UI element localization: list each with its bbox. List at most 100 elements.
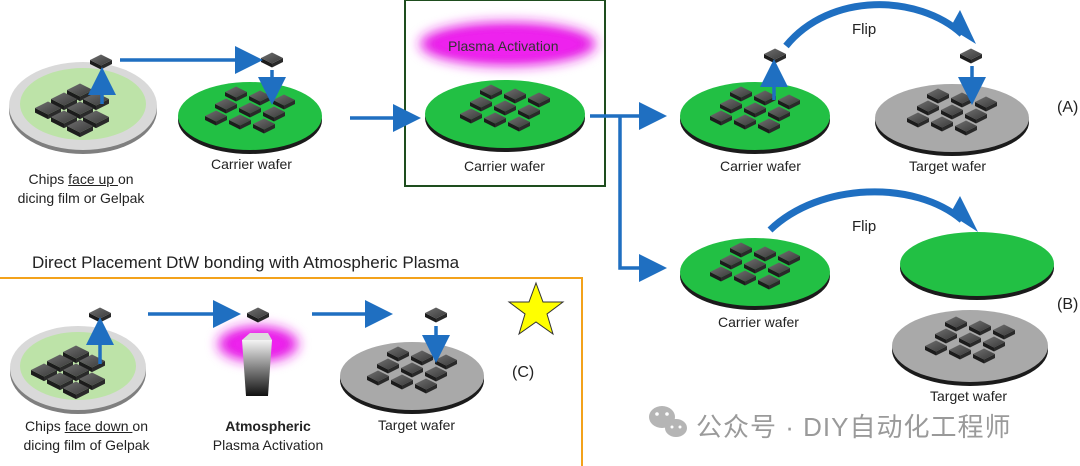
pad-chip <box>83 110 109 129</box>
star-icon <box>507 281 565 336</box>
wechat-icon <box>649 406 687 437</box>
pad-chip <box>51 92 77 111</box>
section-c-frame <box>0 277 583 466</box>
target-wafer-a-label: Target wafer <box>909 158 987 174</box>
source-c-label-underlined: face down <box>64 418 133 434</box>
branch-a-tag: (A) <box>1057 99 1079 116</box>
target-wafer-b <box>892 310 1048 386</box>
source-label-post: on <box>117 171 134 187</box>
wafer-chip <box>993 324 1015 340</box>
atmospheric-label-line2: Plasma Activation <box>212 437 324 453</box>
branch-b-tag: (B) <box>1057 296 1079 313</box>
pad-chip <box>67 101 93 120</box>
source-c-label-line2: dicing film of Gelpak <box>23 437 150 453</box>
wafer-chip <box>253 118 275 134</box>
moving-chip <box>764 48 786 64</box>
source-label-pre: Chips <box>28 171 69 187</box>
wafer-chip <box>205 110 227 126</box>
atmospheric-label-line1: Atmospheric <box>225 418 311 434</box>
wafer-chip <box>730 242 752 258</box>
carrier-wafer-b-label: Carrier wafer <box>718 314 799 330</box>
wafer-chip <box>768 106 790 122</box>
wafer-chip <box>754 90 776 106</box>
wafer-chip <box>758 274 780 290</box>
wafer-chip <box>387 346 409 362</box>
wafer-chip <box>941 104 963 120</box>
pad-chip <box>67 119 93 138</box>
carrier-wafer-a-label: Carrier wafer <box>720 158 801 174</box>
atmospheric-label: Atmospheric Plasma Activation <box>198 417 338 455</box>
carrier-wafer-1-label: Carrier wafer <box>211 156 292 172</box>
plasma-activation-label: Plasma Activation <box>448 38 559 54</box>
pad-chip <box>51 110 77 129</box>
source-label-underlined: face up <box>68 171 118 187</box>
atmospheric-plasma-nozzle <box>218 326 298 396</box>
target-wafer-c-label: Target wafer <box>378 417 456 433</box>
moving-chip <box>425 307 447 323</box>
pad-chip <box>31 363 57 382</box>
carrier-wafer-2 <box>425 80 585 152</box>
wafer-chip <box>425 366 447 382</box>
target-wafer-c <box>340 342 484 414</box>
wafer-chip <box>263 106 285 122</box>
wafer-chip <box>710 110 732 126</box>
wafer-chip <box>983 336 1005 352</box>
wafer-chip <box>927 88 949 104</box>
wafer-chip <box>720 254 742 270</box>
wafer-chip <box>528 92 550 108</box>
plasma-glow <box>420 22 596 66</box>
source-label-face-up: Chips face up on dicing film or Gelpak <box>6 170 156 208</box>
wafer-chip <box>768 262 790 278</box>
wafer-chip <box>744 102 766 118</box>
pad-chip <box>47 354 73 373</box>
flip-arc-b <box>767 188 978 233</box>
pad-chip <box>47 372 73 391</box>
wafer-chip <box>734 114 756 130</box>
wafer-chip <box>367 370 389 386</box>
section-c-title: Direct Placement DtW bonding with Atmosp… <box>32 253 460 272</box>
wafer-chip <box>758 118 780 134</box>
source-label-face-down: Chips face down on dicing film of Gelpak <box>4 417 169 455</box>
source-pad-face-up <box>9 62 157 154</box>
moving-chip <box>247 307 269 323</box>
source-pad-face-down <box>10 326 146 414</box>
source-label-line2: dicing film or Gelpak <box>17 190 145 206</box>
wafer-chip <box>391 374 413 390</box>
wafer-chip <box>480 84 502 100</box>
target-wafer-a <box>875 84 1029 156</box>
wafer-chip <box>460 108 482 124</box>
plasma-activation-box <box>404 0 606 187</box>
watermark-text: 公众号 · DIY自动化工程师 <box>696 412 1012 442</box>
wafer-chip <box>959 332 981 348</box>
carrier-wafer-2-label: Carrier wafer <box>464 158 545 174</box>
wafer-chip <box>710 266 732 282</box>
wafer-chip <box>907 112 929 128</box>
wafer-chip <box>504 88 526 104</box>
arrow-branch-b <box>618 116 667 282</box>
wafer-chip <box>754 246 776 262</box>
wafer-chip <box>215 98 237 114</box>
wafer-chip <box>377 358 399 374</box>
source-c-label-pre: Chips <box>25 418 65 434</box>
pad-chip <box>63 363 89 382</box>
target-wafer-b-label: Target wafer <box>930 388 1008 404</box>
flip-arc-a <box>783 1 976 49</box>
wafer-chip <box>720 98 742 114</box>
wafer-chip <box>518 104 540 120</box>
wafer-chip <box>778 250 800 266</box>
carrier-wafer-b <box>680 238 830 310</box>
flip-label-b: Flip <box>852 218 877 235</box>
wafer-chip <box>965 108 987 124</box>
wafer-chip <box>969 320 991 336</box>
pad-chip <box>63 345 89 364</box>
moving-chip <box>960 48 982 64</box>
wafer-chip <box>484 112 506 128</box>
wafer-chip <box>973 348 995 364</box>
wafer-chip <box>945 316 967 332</box>
process-arrows <box>86 46 986 364</box>
wafer-chip <box>949 344 971 360</box>
flipped-carrier-wafer-b <box>900 232 1054 300</box>
wafer-chip <box>239 102 261 118</box>
wafer-chip <box>508 116 530 132</box>
